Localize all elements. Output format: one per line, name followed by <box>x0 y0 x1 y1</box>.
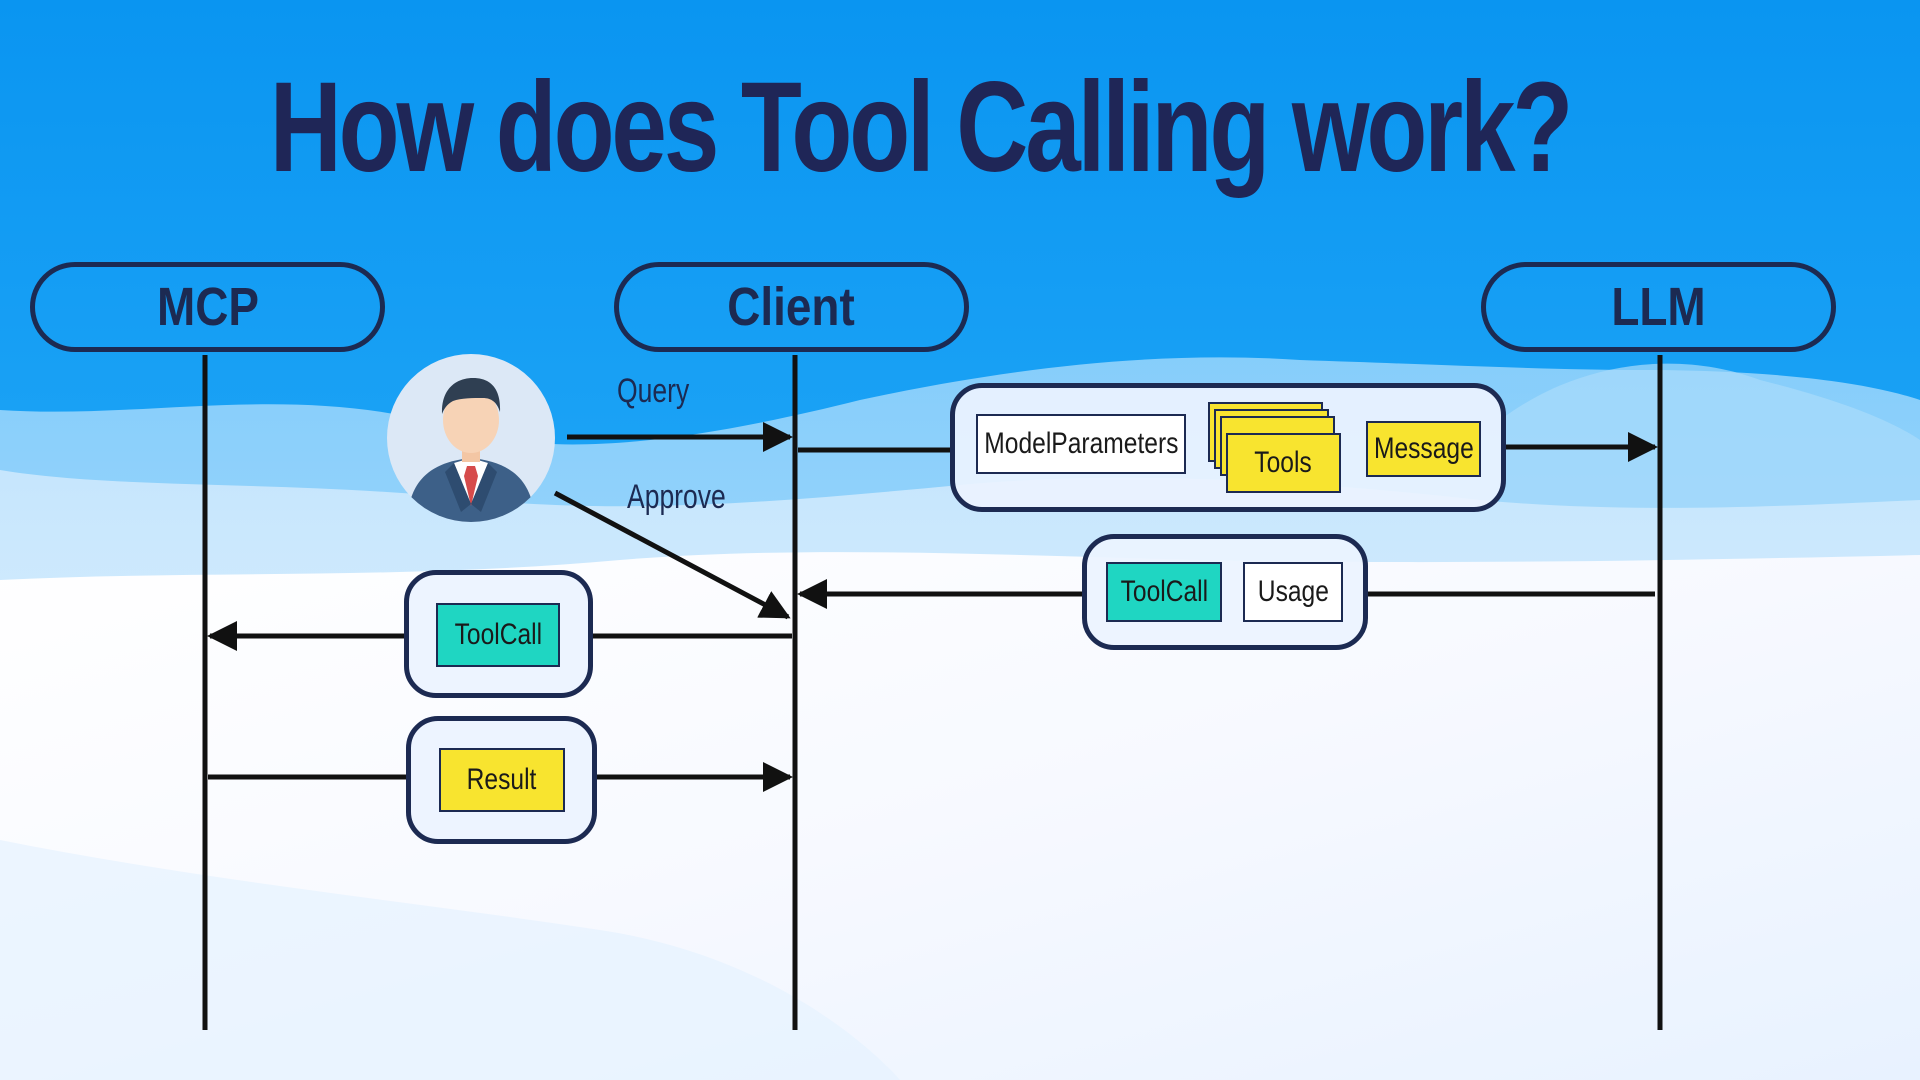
result-group <box>406 716 597 844</box>
message-tag: Message <box>1366 421 1481 477</box>
query-label: Query <box>617 372 690 410</box>
toolcall-tag: ToolCall <box>436 603 560 667</box>
approve-label: Approve <box>627 478 726 516</box>
mcp-lane-header: MCP <box>30 262 385 352</box>
model-parameters-tag: ModelParameters <box>976 414 1186 474</box>
client-lane-label: Client <box>727 277 856 337</box>
usage-tag: Usage <box>1243 562 1343 622</box>
page-title: How does Tool Calling work? <box>269 56 1574 199</box>
client-lane-header: Client <box>614 262 969 352</box>
llm-lane-label: LLM <box>1611 277 1706 337</box>
user-avatar-icon <box>387 354 555 522</box>
mcp-lane-label: MCP <box>156 277 259 337</box>
result-tag: Result <box>439 748 565 812</box>
response-toolcall-tag: ToolCall <box>1106 562 1222 622</box>
llm-lane-header: LLM <box>1481 262 1836 352</box>
tools-tag: Tools <box>1226 433 1341 493</box>
approve-arrow <box>553 490 791 620</box>
